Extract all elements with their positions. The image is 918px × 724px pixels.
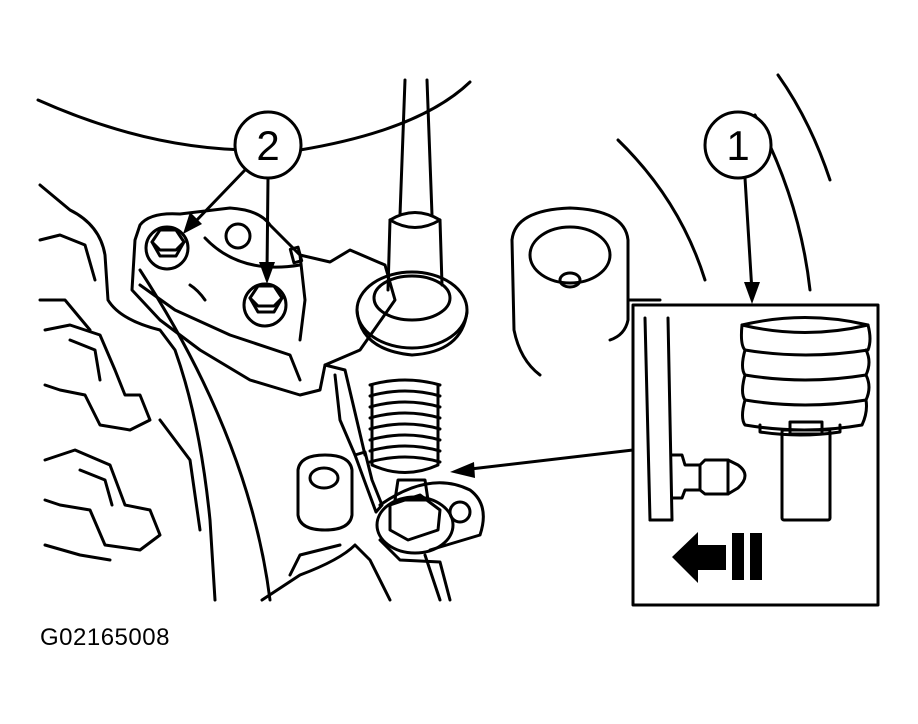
lug-lower-left-detail	[78, 468, 114, 507]
transmission-case-left	[38, 183, 217, 602]
case-boss-large	[510, 206, 662, 377]
inset-ball-stud	[670, 453, 747, 500]
left-body-edge	[38, 233, 97, 282]
detail-pointer-arrowhead	[450, 462, 475, 478]
lug-upper-left	[43, 323, 152, 432]
housing-arc-outer	[36, 98, 257, 152]
bracket-tab	[288, 245, 304, 265]
lower-housing-3	[423, 553, 442, 602]
callout-label-1: 1	[726, 122, 749, 169]
bracket-bolt-upper	[144, 225, 190, 271]
lower-housing	[260, 543, 392, 602]
bracket-small-mark	[188, 283, 207, 302]
bracket-inner-edge	[138, 283, 302, 382]
callout-2-leaders	[193, 168, 270, 274]
inset-spring	[739, 316, 872, 437]
case-boss-small	[296, 453, 354, 532]
lever-stud	[375, 478, 455, 555]
housing-right-edge-2	[333, 373, 357, 457]
bracket-arc-mark	[203, 236, 302, 269]
callout-2-arrowhead-left	[183, 212, 202, 234]
inset-cable-socket	[780, 420, 832, 522]
callout-label-2: 2	[256, 122, 279, 169]
bracket-bolt-lower	[242, 282, 288, 328]
direction-arrow-icon	[672, 532, 762, 583]
manual-lever	[378, 481, 485, 602]
left-lower-edge	[43, 543, 112, 562]
cable-grommet	[355, 270, 469, 357]
bracket-hole	[224, 222, 252, 250]
inset-lever-plate	[643, 316, 674, 522]
lug-upper-left-detail	[68, 338, 102, 382]
figure-code: G02165008	[40, 624, 170, 651]
left-rib	[158, 418, 202, 532]
callout-1-arrowhead	[744, 282, 760, 304]
left-body-edge-2	[38, 298, 92, 332]
lug-lower-left	[43, 448, 162, 552]
housing-right-edge	[323, 363, 367, 457]
detail-pointer-line	[460, 448, 635, 472]
lower-housing-2	[288, 543, 342, 577]
mounting-bracket	[130, 206, 397, 397]
bracket-step	[298, 253, 307, 342]
callout-2-arrowhead-right	[259, 262, 275, 284]
callout-circle-2	[233, 110, 303, 180]
cable-end-detail-inset	[631, 303, 880, 607]
housing-arc-lower	[138, 268, 272, 602]
callout-1-leader	[743, 176, 754, 294]
shift-cable	[386, 78, 444, 292]
housing-arc-right-3	[776, 73, 832, 182]
housing-arc-outer-right	[298, 80, 472, 152]
cable-spring	[368, 378, 442, 474]
callout-circle-1	[703, 110, 773, 180]
housing-arc-right-1	[616, 138, 707, 282]
